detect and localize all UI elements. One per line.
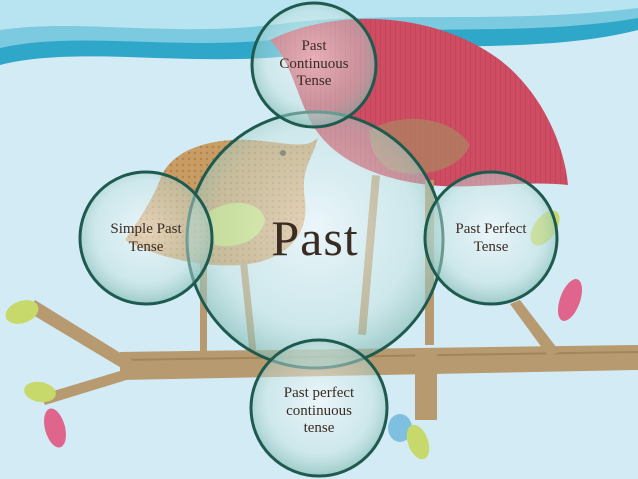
circle-right <box>423 170 559 306</box>
circle-top <box>250 1 378 129</box>
concept-circles <box>78 1 559 478</box>
circle-left <box>78 170 214 306</box>
circle-bottom <box>249 338 389 478</box>
branch <box>28 300 638 420</box>
circle-center <box>185 110 445 370</box>
